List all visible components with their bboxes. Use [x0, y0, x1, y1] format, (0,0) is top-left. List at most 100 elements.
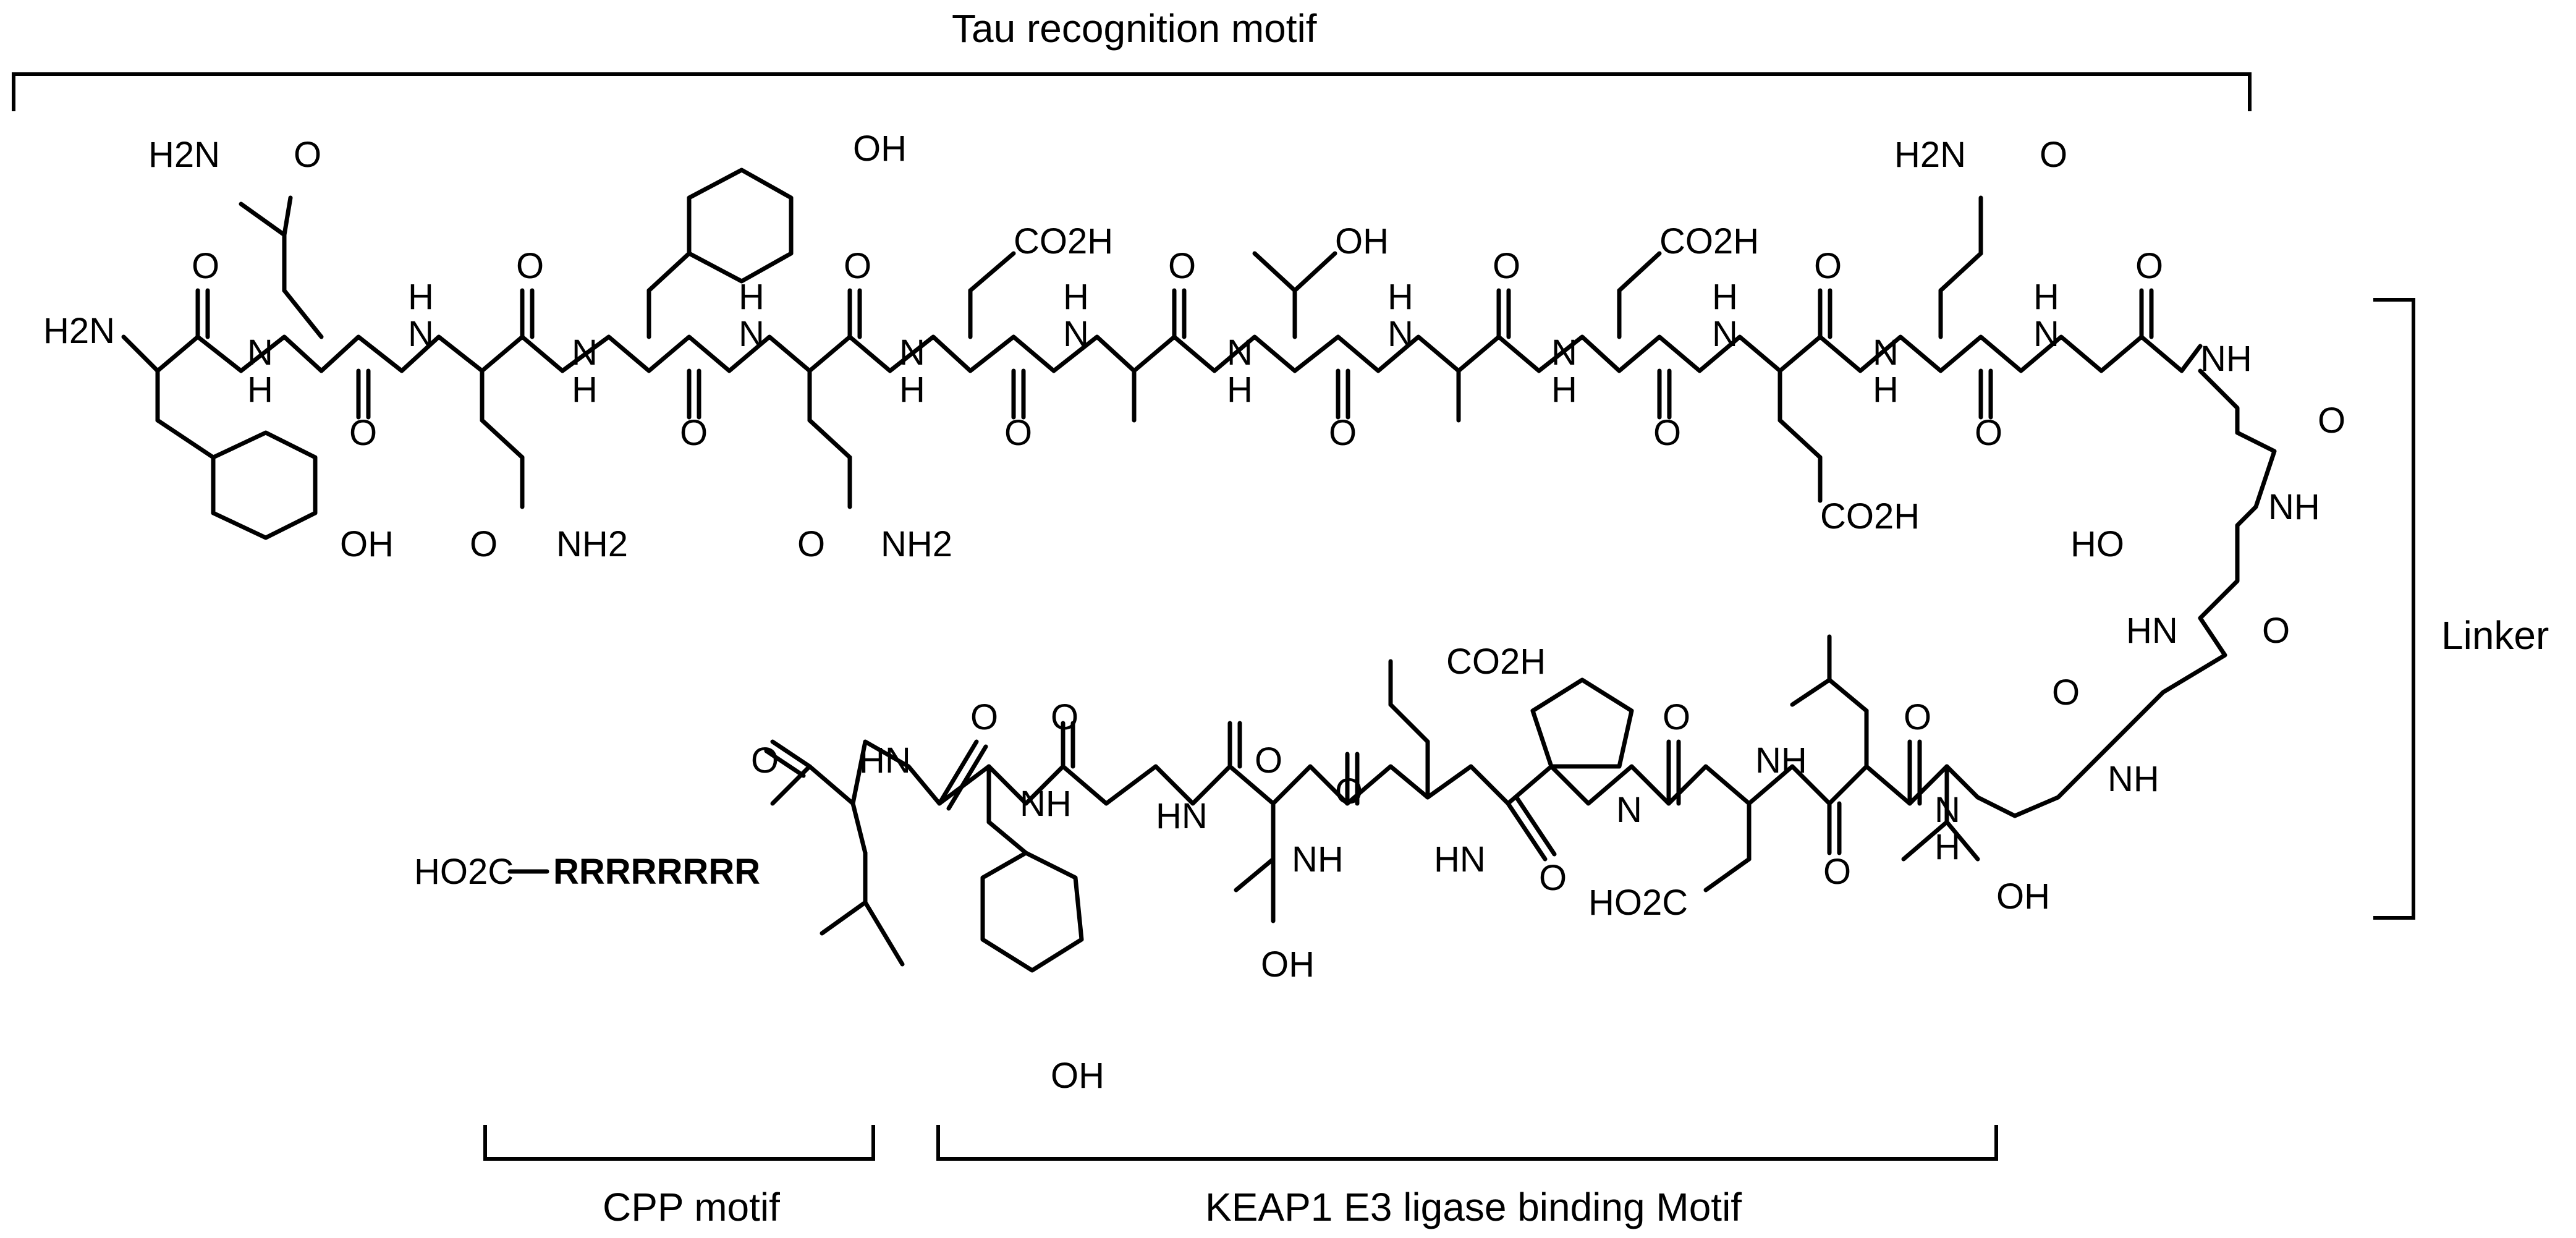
- atom-ho2c: HO2C: [1588, 883, 1688, 923]
- atom-h: H: [1873, 370, 1899, 410]
- atom-nh: NH: [1755, 740, 1807, 781]
- atom-oh: OH: [1261, 944, 1315, 985]
- atom-nh: NH: [2108, 759, 2159, 799]
- atom-o: O: [1975, 413, 2002, 453]
- atom-hn: HN: [1434, 839, 1486, 880]
- atom-n: N: [1873, 333, 1899, 373]
- atom-co2h: CO2H: [1446, 642, 1546, 682]
- bottom-side-chains: [820, 634, 1980, 967]
- atom-o: O: [2262, 611, 2290, 651]
- atom-o: O: [1663, 697, 1690, 737]
- atom-o: O: [1335, 771, 1363, 812]
- linker-backbone: [1975, 368, 2277, 818]
- atom-h: H: [1551, 370, 1577, 410]
- atom-n: N: [899, 333, 925, 373]
- atom-ho: HO: [2070, 524, 2124, 564]
- atom-co2h: CO2H: [1659, 221, 1759, 261]
- bottom-atom-labels: HO2C RRRRRRRR O HN O NH O OH HN O NH OH …: [414, 642, 2050, 1096]
- atom-n: N: [2033, 314, 2059, 354]
- atom-o: O: [1653, 413, 1681, 453]
- bottom-backbone: [770, 739, 1980, 806]
- atom-n: N: [1227, 333, 1253, 373]
- atom-oh: OH: [853, 129, 907, 169]
- atom-h2n: H2N: [1894, 135, 1966, 175]
- atom-n: N: [1934, 790, 1960, 830]
- atom-nh2: NH2: [556, 524, 628, 564]
- atom-h: H: [572, 370, 598, 410]
- keap1-bracket: [936, 1125, 1998, 1161]
- atom-n: N: [1616, 790, 1642, 830]
- cpp-bracket: [483, 1125, 875, 1161]
- atom-nh2: NH2: [881, 524, 952, 564]
- atom-nh: N: [247, 333, 273, 373]
- atom-o: O: [516, 246, 544, 286]
- bottom-carbonyls: [764, 721, 1922, 862]
- atom-n: N: [1712, 314, 1738, 354]
- atom-o: O: [1004, 413, 1032, 453]
- atom-co2h: CO2H: [1820, 496, 1920, 536]
- atom-o: O: [1904, 697, 1931, 737]
- atom-h: H: [1712, 277, 1738, 317]
- atom-h: H: [1063, 277, 1089, 317]
- atom-hn: HN: [2126, 611, 2178, 651]
- atom-n: N: [1551, 333, 1577, 373]
- atom-oh: OH: [1996, 876, 2050, 917]
- atom-oh: OH: [1051, 1056, 1104, 1096]
- atom-h2n: H2N: [148, 135, 220, 175]
- atom-h: H: [1388, 277, 1413, 317]
- cpp-motif-label: CPP motif: [603, 1185, 780, 1229]
- atom-o: O: [1823, 852, 1851, 892]
- atom-nh: NH: [1292, 839, 1344, 880]
- atom-nh: NH: [2268, 487, 2320, 527]
- atom-n: N: [408, 314, 434, 354]
- atom-co2h: CO2H: [1014, 221, 1113, 261]
- atom-h: H: [739, 277, 765, 317]
- top-tyrosine-rings: [211, 167, 794, 540]
- atom-n: N: [1388, 314, 1413, 354]
- top-side-chains: [155, 195, 1983, 509]
- atom-o: O: [1329, 413, 1357, 453]
- atom-h2n: H2N: [43, 311, 115, 351]
- atom-nh: NH: [2200, 339, 2252, 379]
- atom-o: O: [1493, 246, 1520, 286]
- atom-oh: OH: [1335, 221, 1389, 261]
- atom-o: O: [680, 413, 708, 453]
- top-carbonyls: [195, 288, 2154, 420]
- atom-h: H: [1934, 827, 1960, 867]
- linker-label: Linker: [2441, 613, 2549, 658]
- atom-h: H: [899, 370, 925, 410]
- linker-bracket: [2373, 298, 2415, 920]
- tau-motif-label: Tau recognition motif: [952, 6, 1317, 51]
- atom-o: O: [1539, 858, 1567, 898]
- atom-o: O: [797, 524, 825, 564]
- atom-h: H: [408, 277, 434, 317]
- atom-o: O: [844, 246, 871, 286]
- keap1-motif-label: KEAP1 E3 ligase binding Motif: [1205, 1185, 1742, 1229]
- atom-o: O: [2052, 672, 2080, 713]
- atom-ho2c: HO2C: [414, 852, 514, 892]
- atom-nh: NH: [1020, 784, 1072, 824]
- atom-o: O: [751, 740, 779, 781]
- atom-hn: HN: [859, 740, 911, 781]
- atom-o: O: [1051, 697, 1078, 737]
- atom-o: O: [470, 524, 498, 564]
- atom-h: H: [2033, 277, 2059, 317]
- atom-o: O: [349, 413, 377, 453]
- atom-o: O: [192, 246, 219, 286]
- arginine-sequence: RRRRRRRR: [553, 852, 760, 892]
- atom-h: H: [247, 370, 273, 410]
- atom-hn: HN: [1156, 796, 1208, 836]
- atom-o: O: [1168, 246, 1196, 286]
- atom-oh: OH: [340, 524, 394, 564]
- atom-o: O: [1255, 740, 1282, 781]
- tau-bracket: [12, 72, 2252, 111]
- atom-o: O: [1814, 246, 1842, 286]
- atom-h: H: [1227, 370, 1253, 410]
- atom-o: O: [294, 135, 321, 175]
- linker-atom-labels: O NH HO HN O O NH: [2052, 401, 2345, 799]
- bottom-rings: [980, 677, 1634, 973]
- atom-n: N: [572, 333, 598, 373]
- atom-o: O: [970, 697, 998, 737]
- top-atom-labels: H2N OH H2N O O N H O H N O O NH2 N H OH …: [43, 129, 2252, 564]
